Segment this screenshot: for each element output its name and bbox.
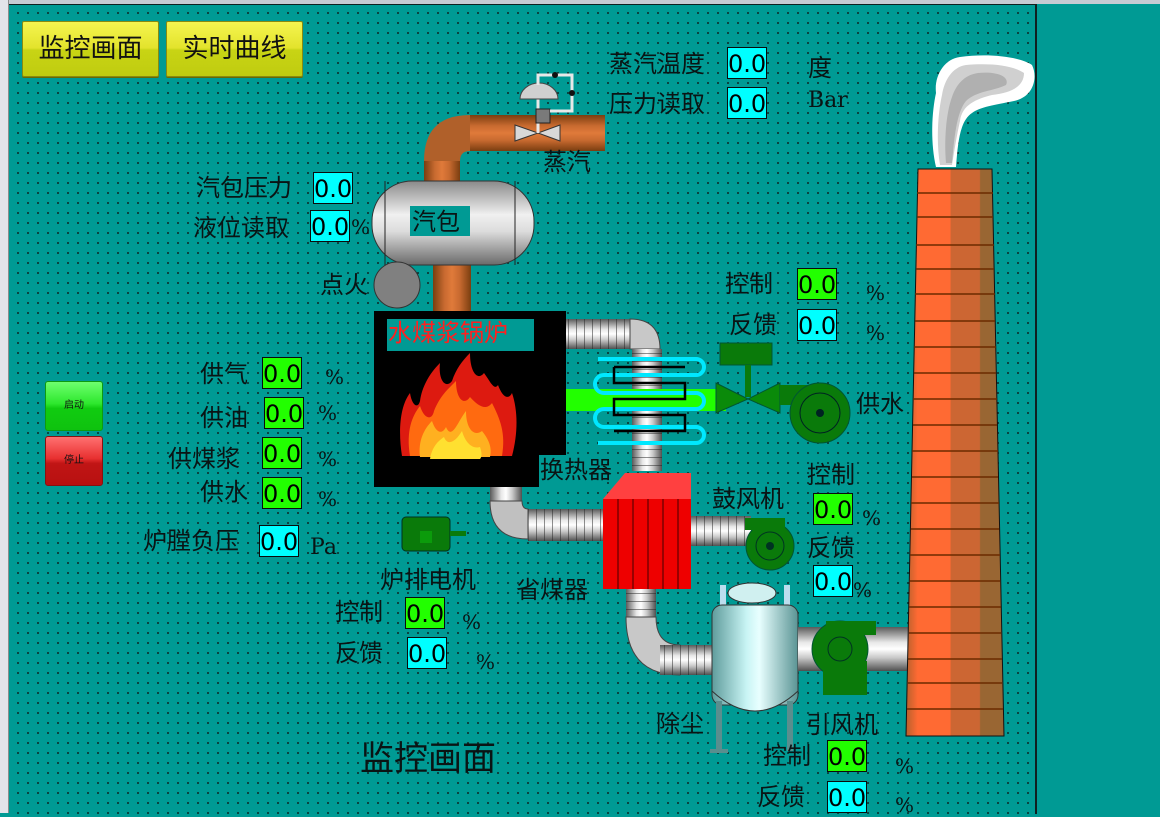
supply-water-value: 0.0: [262, 477, 302, 509]
blower-feedback-value: 0.0: [813, 565, 853, 597]
induced-fan-feedback-value: 0.0: [827, 781, 867, 813]
induced-fan-label: 引风机: [806, 711, 878, 739]
steam-pressure-unit: Bar: [808, 88, 848, 113]
blower-control-unit: %: [862, 506, 882, 530]
grate-motor-control-unit: %: [462, 610, 482, 634]
window-top-border: [0, 0, 1160, 4]
steam-temp-value: 0.0: [727, 47, 767, 79]
blower-feedback-label: 反馈: [807, 534, 855, 562]
supply-slurry-unit: %: [318, 447, 338, 471]
drum-pressure-value: 0.0: [313, 172, 353, 204]
dust-collector-label: 除尘: [656, 710, 704, 738]
supply-gas-label: 供气: [200, 360, 248, 388]
supply-gas-value: 0.0: [262, 357, 302, 389]
monitor-canvas: [9, 4, 1037, 814]
start-button[interactable]: 启动: [45, 381, 103, 431]
flame-icon: [400, 353, 517, 459]
water-pump-label: 供水: [856, 390, 904, 418]
ignite-label: 点火: [320, 271, 368, 299]
ignition-indicator[interactable]: [373, 261, 421, 309]
steam-control-valve-icon: [514, 72, 575, 142]
induced-fan-feedback-label: 反馈: [757, 783, 805, 811]
drum-pressure-label: 汽包压力: [196, 174, 292, 202]
chimney-icon: [905, 168, 1005, 737]
right-empty-pane: [1037, 4, 1160, 813]
smoke-icon: [932, 55, 1035, 167]
blower-feedback-unit: %: [853, 578, 873, 602]
process-diagram: [371, 55, 1035, 753]
furnace-pressure-label: 炉膛负压: [143, 527, 239, 555]
grate-motor-feedback-label: 反馈: [335, 639, 383, 667]
steam-temp-label: 蒸汽温度: [609, 50, 705, 78]
water-pump-control-value: 0.0: [797, 268, 837, 300]
induced-fan-control-label: 控制: [763, 742, 811, 770]
supply-oil-value: 0.0: [264, 397, 304, 429]
grate-motor-icon: [401, 516, 466, 552]
supply-gas-unit: %: [325, 365, 345, 389]
blower-label: 鼓风机: [712, 485, 784, 513]
supply-water-label: 供水: [200, 478, 248, 506]
water-pump-feedback-unit: %: [866, 321, 886, 345]
monitor-screen-button[interactable]: 监控画面: [22, 21, 159, 77]
supply-slurry-label: 供煤浆: [168, 445, 240, 473]
boiler-title: 水煤浆锅炉: [388, 319, 508, 347]
drum-level-value: 0.0: [310, 210, 350, 242]
window-left-border: [0, 0, 9, 813]
induced-fan-feedback-unit: %: [895, 793, 915, 817]
blower-control-label: 控制: [807, 461, 855, 489]
steam-pressure-value: 0.0: [727, 87, 767, 119]
induced-fan-control-value: 0.0: [827, 740, 867, 772]
flue-duct-lower: [489, 487, 604, 541]
induced-fan-control-unit: %: [895, 754, 915, 778]
supply-oil-unit: %: [318, 401, 338, 425]
economizer-icon: [603, 473, 691, 589]
drum-level-unit: %: [351, 215, 371, 239]
grate-motor-control-label: 控制: [335, 598, 383, 626]
water-pump-control-unit: %: [866, 281, 886, 305]
steam-pipe-label: 蒸汽: [543, 148, 591, 176]
grate-motor-label: 炉排电机: [380, 566, 476, 594]
flue-duct-upper: [566, 318, 662, 471]
water-pump-feedback-label: 反馈: [729, 311, 777, 339]
stop-button[interactable]: 停止: [45, 436, 103, 486]
flue-duct-to-dust: [625, 589, 714, 676]
heat-exchanger-label: 换热器: [540, 456, 612, 484]
footer-title: 监控画面: [360, 739, 496, 779]
grate-motor-feedback-unit: %: [476, 650, 496, 674]
realtime-curve-button[interactable]: 实时曲线: [166, 21, 303, 77]
water-pump-feedback-value: 0.0: [797, 309, 837, 341]
steam-pressure-label: 压力读取: [609, 90, 705, 118]
drum-level-label: 液位读取: [193, 214, 289, 242]
steam-temp-unit: 度: [808, 54, 832, 82]
water-pump-icon: [780, 382, 851, 444]
blower-fan-icon: [745, 518, 795, 571]
drum-name-label: 汽包: [412, 208, 460, 236]
heat-exchanger-coil: [593, 357, 706, 445]
induced-fan-icon: [811, 620, 876, 695]
blower-control-value: 0.0: [813, 493, 853, 525]
furnace-pressure-value: 0.0: [259, 525, 299, 557]
water-pump-control-label: 控制: [725, 270, 773, 298]
grate-motor-feedback-value: 0.0: [407, 637, 447, 669]
economizer-label: 省煤器: [516, 576, 588, 604]
steam-drum: [371, 180, 535, 266]
grate-motor-control-value: 0.0: [405, 597, 445, 629]
water-valve-icon: [715, 342, 781, 414]
supply-oil-label: 供油: [200, 404, 248, 432]
supply-slurry-value: 0.0: [262, 437, 302, 469]
dust-collector-icon: [710, 582, 799, 753]
furnace-pressure-unit: Pa: [310, 535, 337, 560]
supply-water-unit: %: [318, 487, 338, 511]
